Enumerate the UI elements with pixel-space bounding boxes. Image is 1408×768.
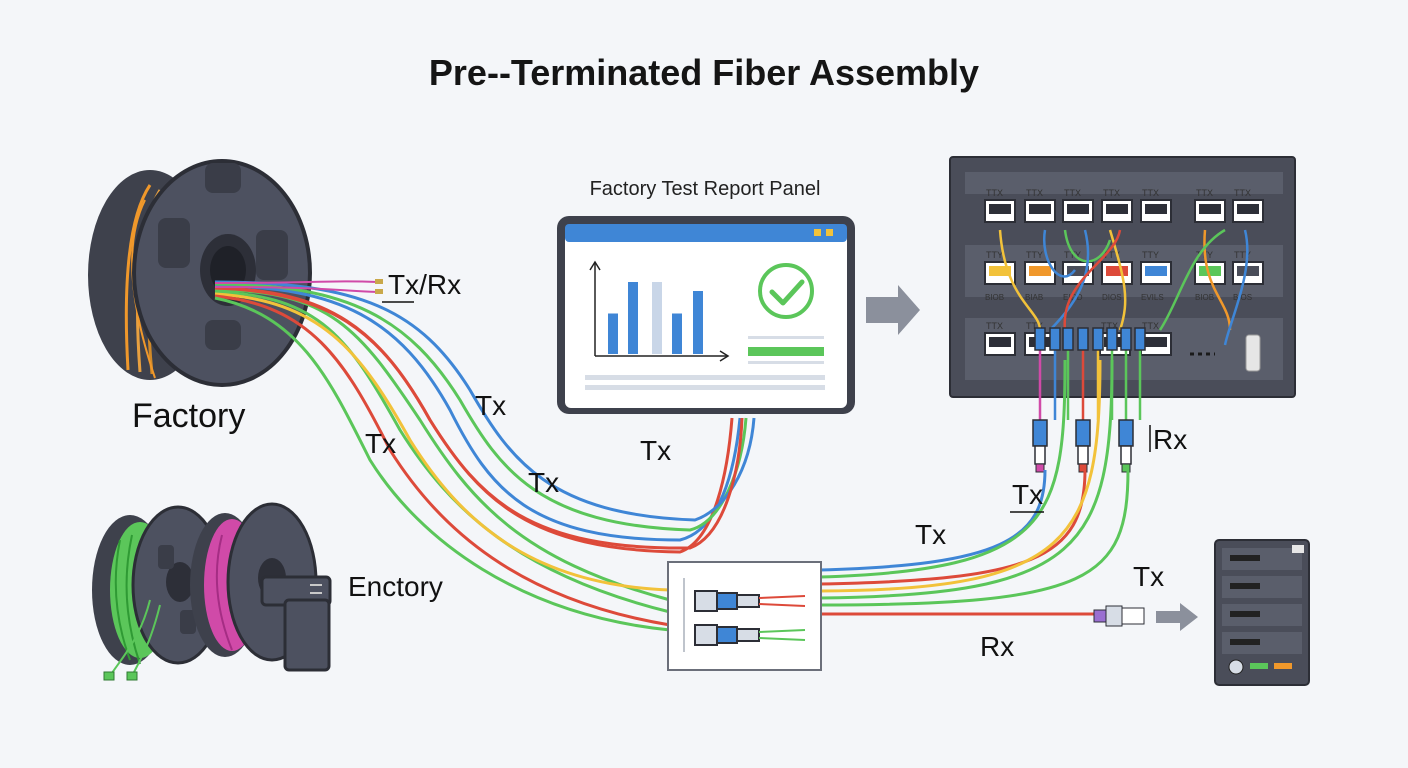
label-tx-3: Tx xyxy=(528,467,559,498)
test-report-monitor xyxy=(557,216,855,414)
patch-port-label: TTX xyxy=(986,188,1003,198)
patch-port-label: TTX xyxy=(1142,321,1159,331)
rx-output-connector xyxy=(1093,605,1145,627)
label-tx-7: Tx xyxy=(1133,561,1164,592)
patch-port: TTX xyxy=(1101,188,1133,223)
patch-port-label: TTX xyxy=(1196,188,1213,198)
patch-cords xyxy=(998,228,1249,346)
patch-panel-drops xyxy=(1032,327,1146,473)
enctory-reels xyxy=(92,502,332,681)
patch-port-label: TTX xyxy=(1142,188,1159,198)
test-bar xyxy=(672,313,682,354)
diagram-title: Pre--Terminated Fiber Assembly xyxy=(428,52,980,93)
patch-port-sublabel: BIOB xyxy=(1195,293,1214,302)
patch-port: TTY EVILS xyxy=(1140,250,1172,302)
trunk-cables xyxy=(819,359,1130,616)
patch-port: TTX xyxy=(1140,321,1172,356)
splice-box xyxy=(667,561,822,671)
test-panel-title: Factory Test Report Panel xyxy=(589,178,821,200)
patch-port-sublabel: BIAB xyxy=(1025,293,1043,302)
patch-port: TTX xyxy=(1194,188,1226,223)
patch-port-sublabel: BIOS xyxy=(1233,293,1252,302)
test-bar xyxy=(628,282,638,354)
arrow-to-server-icon xyxy=(1156,603,1198,631)
patch-port-label: TTY xyxy=(1234,250,1251,260)
test-bar xyxy=(652,282,662,354)
patch-port-sublabel: EVILS xyxy=(1141,293,1164,302)
patch-port-label: TTY xyxy=(986,250,1003,260)
patch-port: TTX xyxy=(1062,188,1094,223)
checkmark-icon xyxy=(758,263,814,319)
patch-port: TTX xyxy=(1232,188,1264,223)
label-rx-2: Rx xyxy=(980,631,1014,662)
patch-port: TTX xyxy=(1140,188,1172,223)
patch-port-label: TTX xyxy=(986,321,1003,331)
patch-port-label: TTY xyxy=(1064,250,1081,260)
patch-port: TTY BIOS xyxy=(1232,250,1264,302)
label-tx-2: Tx xyxy=(365,428,396,459)
patch-port-label: TTY xyxy=(1103,250,1120,260)
label-rx-1: Rx xyxy=(1153,424,1187,455)
arrow-right-icon xyxy=(866,285,920,335)
patch-port-label: TTY xyxy=(1142,250,1159,260)
patch-port-label: TTX xyxy=(1026,321,1043,331)
patch-port: TTX xyxy=(1024,188,1056,223)
test-bar xyxy=(693,291,703,354)
label-tx-rx: Tx/Rx xyxy=(388,269,461,300)
patch-port: TTY DIOS xyxy=(1101,250,1133,302)
label-tx-6: Tx xyxy=(915,519,946,550)
test-bar xyxy=(608,313,618,354)
patch-port-sublabel: BIOB xyxy=(985,293,1004,302)
label-tx-5: Tx xyxy=(1012,479,1043,510)
server-icon xyxy=(1214,539,1310,686)
factory-reel xyxy=(88,159,312,387)
label-enctory: Enctory xyxy=(348,571,443,602)
label-tx-4: Tx xyxy=(640,435,671,466)
test-bar-chart xyxy=(608,282,703,354)
factory-fiber-bundle xyxy=(214,279,756,632)
patch-port-label: TTX xyxy=(1103,188,1120,198)
patch-port: TTX xyxy=(984,188,1016,223)
patch-port-label: TTY xyxy=(1026,250,1043,260)
patch-port-label: TTX xyxy=(1234,188,1251,198)
label-factory: Factory xyxy=(132,397,245,435)
patch-port: TTX xyxy=(984,321,1016,356)
patch-port-label: TTX xyxy=(1101,321,1118,331)
patch-port-label: TTX xyxy=(1064,188,1081,198)
patch-port-sublabel: EIOD xyxy=(1063,293,1083,302)
label-tx-1: Tx xyxy=(475,390,506,421)
patch-port-label: TTX xyxy=(1026,188,1043,198)
patch-port-sublabel: DIOS xyxy=(1102,293,1122,302)
